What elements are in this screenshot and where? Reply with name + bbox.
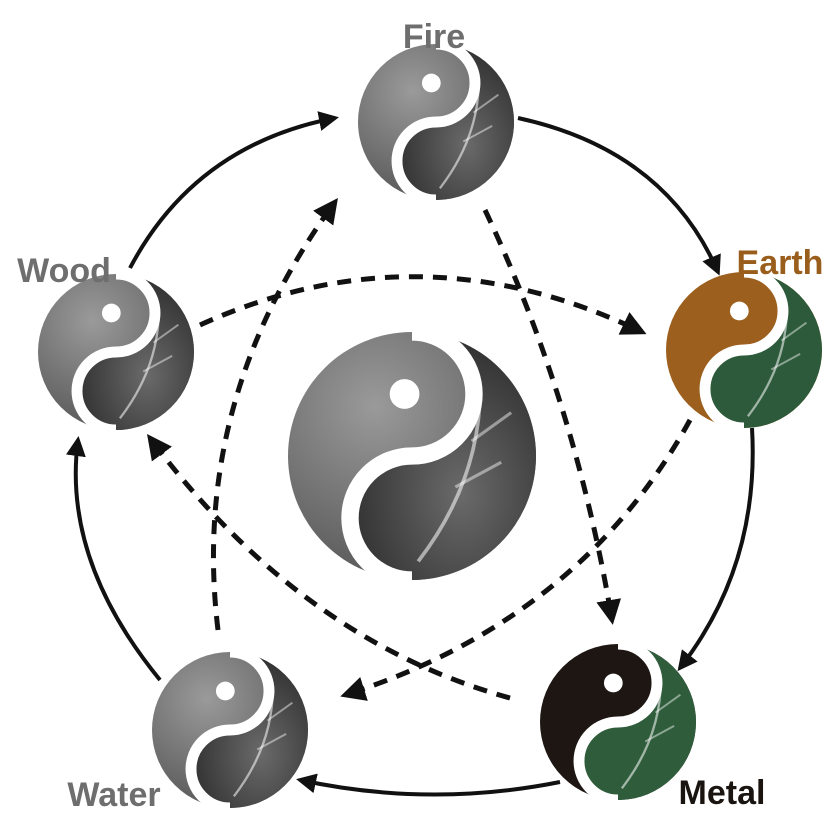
metal-label: Metal — [679, 774, 766, 812]
center-yin-yang-leaf-icon — [288, 323, 536, 589]
arrow-earth-to-metal — [677, 427, 755, 672]
arrow-earth-to-water — [340, 418, 693, 701]
arrow-fire-to-earth — [517, 116, 721, 276]
arrow-water-to-fire — [211, 197, 338, 631]
wood-yin-yang-leaf-icon — [38, 268, 194, 436]
metal-yin-yang-leaf-icon — [540, 638, 696, 806]
arrow-water-to-wood — [65, 436, 162, 682]
fire-label: Fire — [403, 18, 465, 56]
arrow-fire-to-metal — [482, 208, 622, 625]
element-symbols — [38, 38, 822, 814]
controlling-cycle-arrows — [147, 197, 693, 701]
earth-yin-yang-leaf-icon — [666, 266, 822, 434]
arrow-wood-to-earth — [198, 274, 647, 335]
water-label: Water — [67, 776, 160, 814]
arrow-metal-to-water — [296, 773, 561, 797]
fire-yin-yang-leaf-icon — [358, 38, 514, 206]
earth-label: Earth — [737, 244, 824, 282]
water-yin-yang-leaf-icon — [152, 646, 308, 814]
arrow-wood-to-fire — [128, 111, 339, 269]
arrow-metal-to-wood — [147, 433, 511, 701]
wood-label: Wood — [17, 252, 111, 290]
generating-cycle-arrows — [65, 111, 755, 797]
